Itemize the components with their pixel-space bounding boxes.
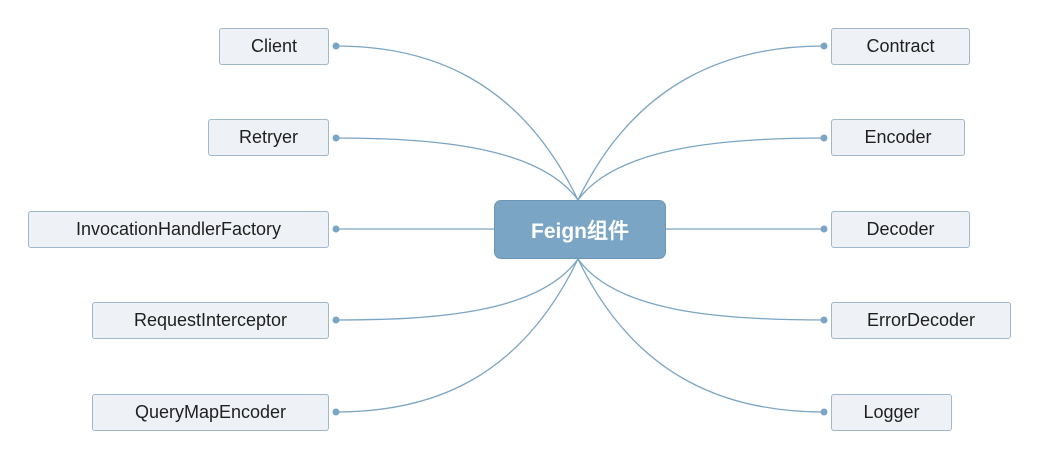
- link-encoder: [577, 137, 825, 201]
- node-requestinterceptor[interactable]: RequestInterceptor: [92, 302, 329, 339]
- link-dot-decoder: [820, 225, 828, 233]
- link-dot-client: [332, 42, 340, 50]
- node-decoder[interactable]: Decoder: [831, 211, 970, 248]
- node-invocationhandlerfactory[interactable]: InvocationHandlerFactory: [28, 211, 329, 248]
- link-dot-logger: [820, 408, 828, 416]
- link-logger: [577, 258, 825, 413]
- link-requestinterceptor: [335, 258, 579, 321]
- link-dot-errordecoder: [820, 316, 828, 324]
- link-querymapencoder: [335, 258, 579, 413]
- node-retryer[interactable]: Retryer: [208, 119, 329, 156]
- link-client: [335, 45, 579, 201]
- link-dot-encoder: [820, 134, 828, 142]
- node-contract[interactable]: Contract: [831, 28, 970, 65]
- node-client[interactable]: Client: [219, 28, 329, 65]
- link-dot-invocationhandlerfactory: [332, 225, 340, 233]
- center-node-feign[interactable]: Feign组件: [494, 200, 666, 259]
- link-dot-requestinterceptor: [332, 316, 340, 324]
- link-dot-retryer: [332, 134, 340, 142]
- link-errordecoder: [577, 258, 825, 321]
- node-querymapencoder[interactable]: QueryMapEncoder: [92, 394, 329, 431]
- node-encoder[interactable]: Encoder: [831, 119, 965, 156]
- link-dot-querymapencoder: [332, 408, 340, 416]
- node-errordecoder[interactable]: ErrorDecoder: [831, 302, 1011, 339]
- link-contract: [577, 45, 825, 201]
- node-logger[interactable]: Logger: [831, 394, 952, 431]
- link-dot-contract: [820, 42, 828, 50]
- link-retryer: [335, 137, 579, 201]
